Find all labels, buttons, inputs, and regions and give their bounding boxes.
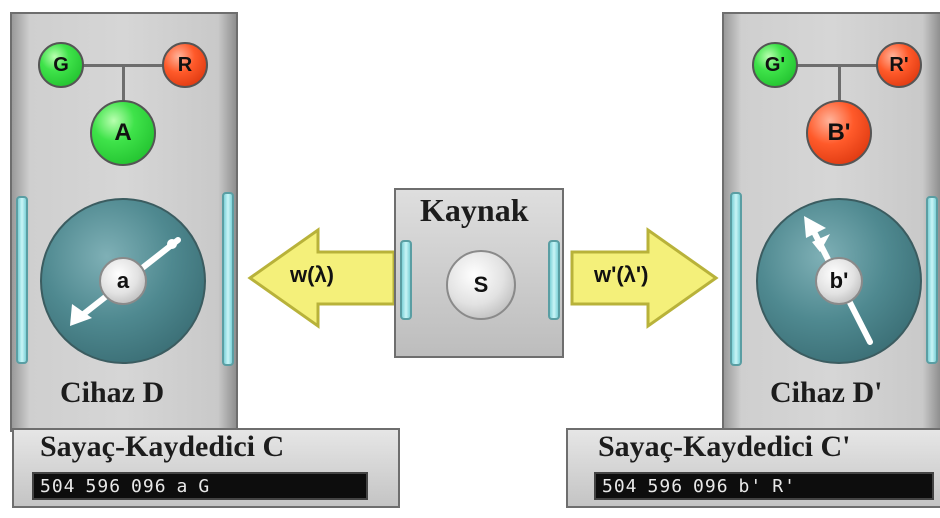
readout-value: 096: [693, 475, 729, 497]
dial-knob: b': [815, 257, 863, 305]
red-lamp-r: R: [162, 42, 208, 88]
indicator-lamp-label: B': [827, 119, 851, 146]
lamp-connector-wire-vertical: [838, 64, 841, 106]
right-arrow-icon: [570, 227, 719, 329]
readout-value: 596: [647, 475, 684, 497]
readout-value: G: [198, 475, 211, 497]
lamp-connector-wire-vertical: [122, 64, 125, 106]
green-lamp-label: G': [764, 53, 786, 76]
dial-label: a: [116, 268, 130, 293]
readout-value: R': [772, 475, 796, 497]
right-slot-inner: [730, 192, 742, 366]
source-knob[interactable]: S: [446, 250, 516, 320]
readout-value: b': [738, 475, 763, 497]
readout-value: 504: [40, 475, 76, 497]
source-slot-right: [548, 240, 560, 320]
source-slot-left: [400, 240, 412, 320]
readout-value: 096: [131, 475, 167, 497]
dial-b-prime[interactable]: b': [756, 198, 922, 364]
right-slot-outer: [926, 196, 938, 364]
indicator-lamp-label: A: [114, 119, 132, 146]
red-lamp-label: R': [889, 53, 909, 76]
indicator-lamp-a: A: [90, 100, 156, 166]
counter-title: Sayaç-Kaydedici C': [598, 430, 851, 463]
counter-title: Sayaç-Kaydedici C: [40, 430, 285, 463]
dial-knob: a: [99, 257, 147, 305]
device-name: Cihaz D: [60, 376, 165, 409]
dial-a[interactable]: a: [40, 198, 206, 364]
readout-value: 596: [85, 475, 122, 497]
green-lamp-label: G: [53, 53, 69, 76]
indicator-lamp-b-prime: B': [806, 100, 872, 166]
red-lamp-label: R: [177, 53, 193, 76]
left-slot-inner: [222, 192, 234, 366]
green-lamp-g: G: [38, 42, 84, 88]
counter-readout: 504 596 096 a G: [32, 472, 368, 500]
source-title: Kaynak: [420, 192, 529, 228]
readout-value: a: [176, 475, 189, 497]
left-slot-outer: [16, 196, 28, 364]
readout-value: 504: [602, 475, 638, 497]
counter-readout: 504 596 096 b' R': [594, 472, 934, 500]
red-lamp-r-prime: R': [876, 42, 922, 88]
source-knob-label: S: [473, 272, 489, 297]
left-arrow-label: w(λ): [290, 262, 334, 287]
device-name: Cihaz D': [770, 376, 883, 409]
dial-label: b': [829, 268, 849, 293]
green-lamp-g-prime: G': [752, 42, 798, 88]
right-arrow-label: w'(λ'): [594, 262, 649, 287]
